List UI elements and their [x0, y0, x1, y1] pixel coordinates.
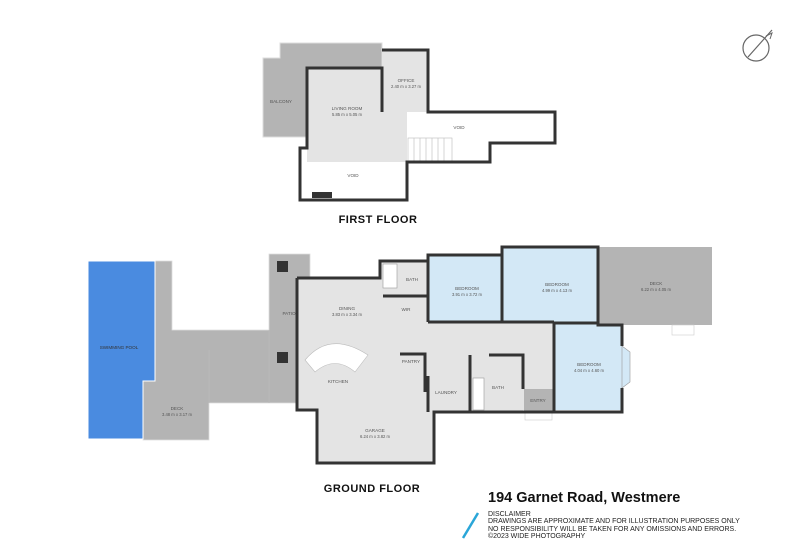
bedroom-1-area: [428, 255, 502, 322]
room-dims: 2.40 m x 3.27 m: [391, 84, 422, 89]
room-dims: 6.22 m x 4.05 m: [641, 287, 672, 292]
room-label: BEDROOM: [455, 286, 479, 291]
room-label: KITCHEN: [328, 379, 348, 384]
room-label: PANTRY: [402, 359, 420, 364]
room-dims: 3.48 m x 3.17 m: [162, 412, 193, 417]
room-label: VOID: [453, 125, 465, 130]
room-label: BALCONY: [270, 99, 292, 104]
brand-slash-icon: [461, 512, 480, 539]
room-label: BATH: [492, 385, 504, 390]
room-label: ENTRY: [530, 398, 546, 403]
first-floor-plan: BALCONY LIVING ROOM 5.85 m x 5.05 m OFFI…: [262, 42, 557, 226]
room-dims: 6.24 m x 3.82 m: [360, 434, 391, 439]
room-label: OFFICE: [398, 78, 415, 83]
ground-floor-plan: SWIMMING POOL DECK 3.48 m x 3.17 m PATIO…: [87, 245, 712, 495]
deck-right-area: [598, 247, 712, 325]
room-label: BEDROOM: [545, 282, 569, 287]
footer: 194 Garnet Road, Westmere DISCLAIMER DRA…: [488, 490, 740, 541]
room-dims: 4.99 m x 4.13 m: [542, 288, 573, 293]
room-label: DINING: [339, 306, 356, 311]
swimming-pool: [87, 260, 156, 440]
north-compass-icon: [742, 29, 773, 62]
garage-area: [317, 410, 434, 463]
room-label: GARAGE: [365, 428, 385, 433]
room-dims: 3.83 m x 3.34 m: [332, 312, 363, 317]
bedroom-2-area: [502, 247, 598, 322]
room-label: BEDROOM: [577, 362, 601, 367]
copyright: ©2023 WIDE PHOTOGRAPHY: [488, 533, 586, 541]
bedroom-3-area: [554, 324, 622, 410]
stairs: [407, 137, 453, 163]
office-area: [382, 50, 428, 112]
room-label: DECK: [171, 406, 185, 411]
room-label: LAUNDRY: [435, 390, 457, 395]
disclaimer-line: DRAWINGS ARE APPROXIMATE AND FOR ILLUSTR…: [488, 518, 740, 526]
property-address: 194 Garnet Road, Westmere: [488, 490, 681, 506]
ground-floor-title: GROUND FLOOR: [324, 483, 420, 495]
room-dims: 4.04 m x 4.60 m: [574, 368, 605, 373]
disclaimer-line: NO RESPONSIBILITY WILL BE TAKEN FOR ANY …: [488, 525, 737, 533]
laundry-area: [428, 376, 470, 412]
room-label: WIR: [402, 307, 412, 312]
room-dims: 5.85 m x 5.05 m: [332, 112, 363, 117]
room-label: PATIO: [282, 311, 296, 316]
room-label: BATH: [406, 277, 418, 282]
room-label: SWIMMING POOL: [100, 345, 139, 350]
entry-area: [524, 389, 553, 412]
room-label: VOID: [347, 173, 359, 178]
room-label: DECK: [650, 281, 664, 286]
room-dims: 3.91 m x 3.72 m: [452, 292, 483, 297]
disclaimer-title: DISCLAIMER: [488, 511, 531, 518]
room-label: LIVING ROOM: [332, 106, 363, 111]
first-floor-title: FIRST FLOOR: [339, 214, 418, 226]
